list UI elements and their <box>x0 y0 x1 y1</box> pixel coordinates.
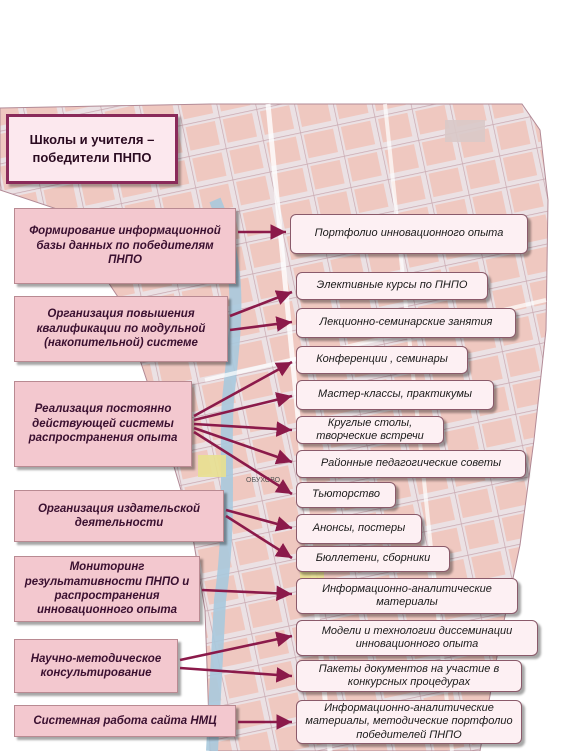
map-label-obukhovo: ОБУХОВО <box>246 477 281 484</box>
left-box-publishing: Организация издательской деятельности <box>14 490 224 542</box>
left-box-consulting: Научно-методическое консультирование <box>14 639 178 693</box>
left-box-qualification: Организация повышения квалификации по мо… <box>14 296 228 362</box>
left-box-experience: Реализация постоянно действующей системы… <box>14 381 192 467</box>
arrow <box>193 360 293 418</box>
arrow <box>225 508 293 532</box>
right-box-announcements: Анонсы, постеры <box>296 514 422 544</box>
left-box-label: Организация повышения квалификации по мо… <box>36 308 206 350</box>
arrow <box>193 430 293 496</box>
right-box-lectures: Лекционно-семинарские занятия <box>296 308 516 338</box>
title-box: Школы и учителя – победители ПНПО <box>6 114 178 184</box>
arrow <box>193 421 293 437</box>
right-box-bulletins: Бюллетени, сборники <box>296 546 450 572</box>
arrow <box>201 585 293 602</box>
left-box-label: Системная работа сайта НМЦ <box>33 714 217 727</box>
arrow <box>229 290 293 318</box>
title-text: Школы и учителя – победители ПНПО <box>29 132 155 165</box>
arrow <box>179 631 293 662</box>
arrow <box>225 514 293 560</box>
left-box-monitoring: Мониторинг результативности ПНПО и распр… <box>14 556 200 622</box>
arrow <box>229 316 293 332</box>
left-box-label: Реализация постоянно действующей системы… <box>28 403 178 445</box>
right-box-conferences: Конференции , семинары <box>296 346 468 374</box>
map-patch <box>198 455 226 477</box>
map-patch <box>445 120 485 142</box>
right-box-tutoring: Тьюторство <box>296 482 396 508</box>
right-box-portfolio: Портфолио инновационного опыта <box>290 214 528 254</box>
right-box-models: Модели и технологии диссеминации инновац… <box>296 620 538 656</box>
right-box-masterclasses: Мастер-классы, практикумы <box>296 380 494 410</box>
right-box-electives: Элективные курсы по ПНПО <box>296 272 488 300</box>
left-box-label: Организация издательской деятельности <box>37 502 201 529</box>
right-box-roundtables: Круглые столы, творческие встречи <box>296 416 444 444</box>
left-box-website: Системная работа сайта НМЦ <box>14 705 236 737</box>
arrow <box>193 426 293 465</box>
right-box-analytics: Информационно-аналитические материалы <box>296 578 518 614</box>
left-box-label: Мониторинг результативности ПНПО и распр… <box>24 561 190 617</box>
left-box-label: Научно-методическое консультирование <box>30 652 162 679</box>
left-box-label: Формирование информационной базы данных … <box>29 225 221 267</box>
arrow <box>193 392 293 422</box>
left-box-database: Формирование информационной базы данных … <box>14 208 236 284</box>
arrow <box>179 666 293 683</box>
right-box-website-materials: Информационно-аналитические материалы, м… <box>296 700 522 744</box>
right-box-packages: Пакеты документов на участие в конкурсны… <box>296 660 522 692</box>
right-box-councils: Районные педагогические советы <box>296 450 526 478</box>
